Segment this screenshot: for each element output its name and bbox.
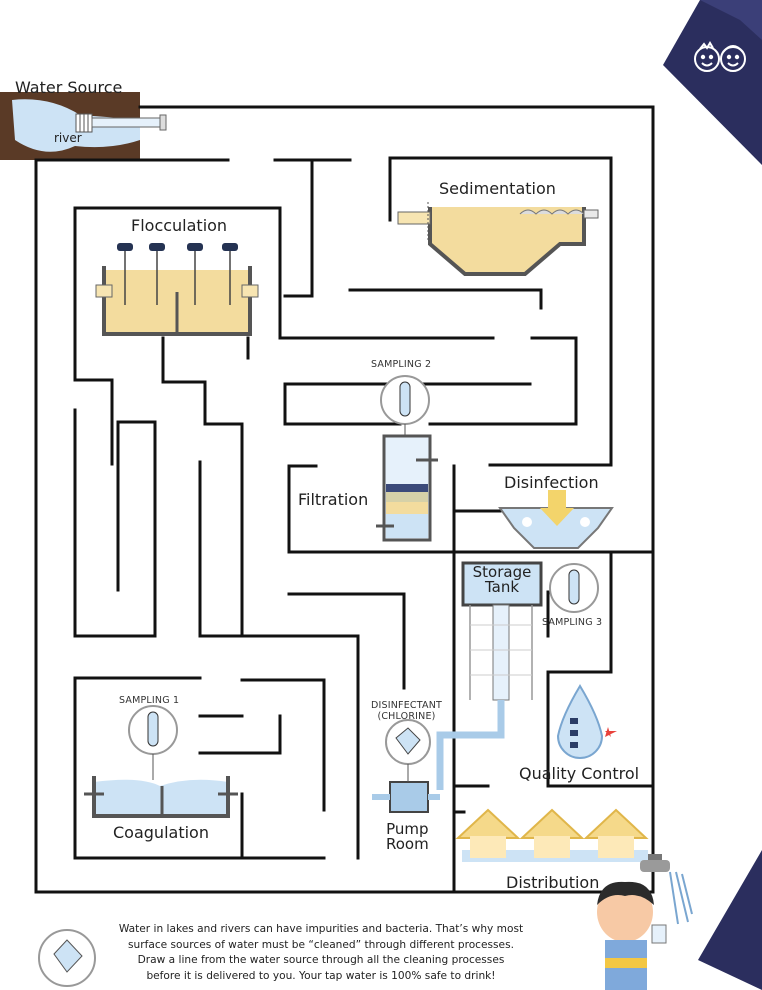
- disinfectant-line-2: (CHLORINE): [377, 711, 436, 722]
- pump-room-beaker-icon: [372, 719, 440, 813]
- boy-with-glass-icon: [597, 881, 667, 990]
- caption-line: before it is delivered to you. Your tap …: [146, 969, 496, 982]
- corner-decoration-top: [663, 0, 762, 165]
- pump-label: Pump: [386, 820, 429, 838]
- river-label: river: [54, 131, 82, 145]
- faucet-icon: [640, 854, 693, 925]
- distribution-label: Distribution: [506, 873, 600, 892]
- maze-walls: [34, 105, 655, 894]
- sedimentation-tank: [397, 202, 599, 276]
- water-drop-checklist-icon: [556, 684, 617, 759]
- storage-label: Storage: [472, 563, 532, 581]
- flocculation-tank: [95, 243, 259, 336]
- sampling-2-label: SAMPLING 2: [371, 359, 432, 370]
- instructions-caption: Water in lakes and rivers can have impur…: [96, 922, 546, 984]
- storage-tank: [436, 561, 543, 790]
- water-source-terrain: [0, 92, 167, 160]
- flocculation-label: Flocculation: [131, 216, 228, 235]
- disinfection-basin: [498, 490, 614, 549]
- disinfectant-label: DISINFECTANT (CHLORINE): [371, 700, 442, 722]
- distribution-houses: [455, 808, 649, 862]
- water-source-label: Water Source: [15, 78, 123, 97]
- beaker-icon: [38, 929, 96, 987]
- sedimentation-label: Sedimentation: [439, 179, 556, 198]
- sampling-3-label: SAMPLING 3: [542, 617, 603, 628]
- faces-logo-icon: [694, 41, 746, 72]
- storage-tank-label: Storage Tank: [463, 565, 541, 595]
- corner-decoration-bottom: [698, 850, 762, 990]
- sampling-3-test-tube-icon: [549, 563, 599, 613]
- quality-control-label: Quality Control: [519, 764, 640, 783]
- caption-line: surface sources of water must be “cleane…: [128, 938, 514, 951]
- coagulation-label: Coagulation: [113, 823, 209, 842]
- house-icon: [519, 808, 585, 858]
- sampling-1-test-tube-icon: [128, 705, 178, 780]
- house-icon: [455, 808, 521, 858]
- filtration-label: Filtration: [298, 490, 369, 509]
- room-label: Room: [386, 835, 429, 853]
- disinfectant-line-1: DISINFECTANT: [371, 700, 443, 711]
- caption-line: Water in lakes and rivers can have impur…: [118, 923, 524, 935]
- house-icon: [583, 808, 649, 858]
- disinfection-label: Disinfection: [504, 473, 599, 492]
- coagulation-tank: [84, 776, 238, 818]
- pump-room-label: Pump Room: [386, 822, 429, 852]
- tank-label: Tank: [484, 578, 520, 596]
- caption-line: Draw a line from the water source throug…: [137, 954, 505, 966]
- sampling-1-label: SAMPLING 1: [119, 695, 180, 706]
- sampling-2-test-tube-icon: [380, 375, 430, 440]
- filtration-tank: [376, 434, 438, 542]
